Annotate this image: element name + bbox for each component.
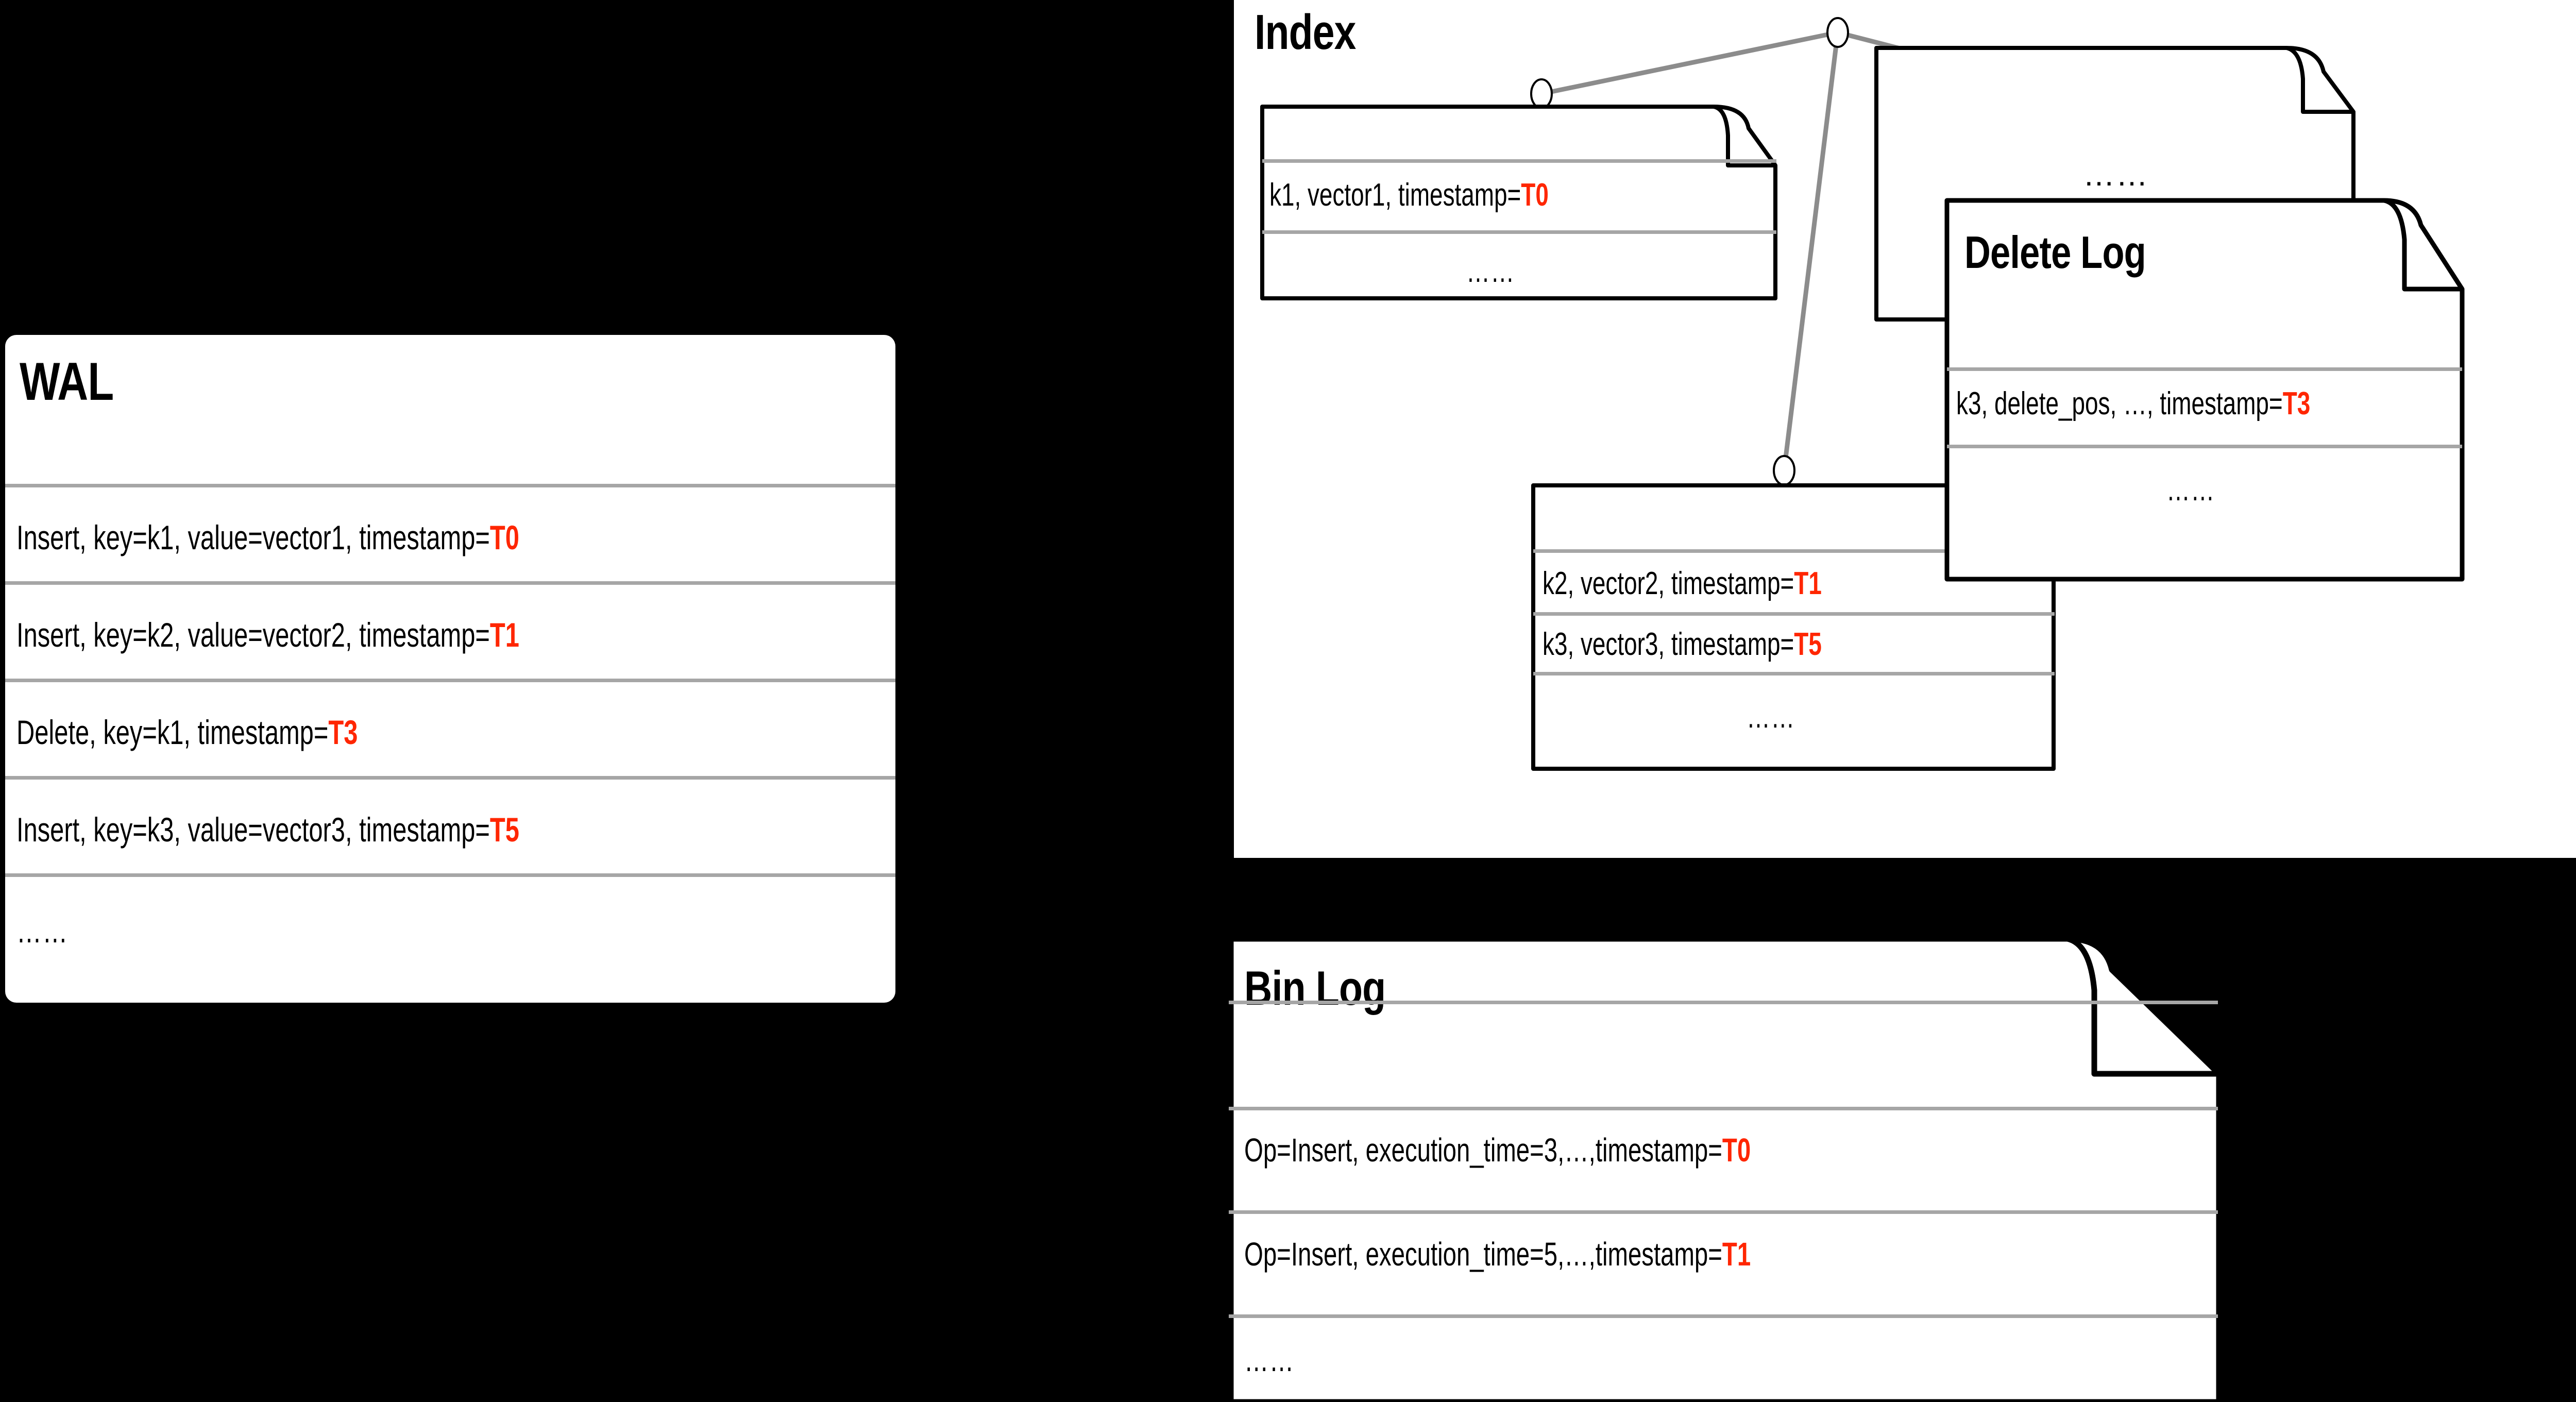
delete-log-title: Delete Log bbox=[1964, 227, 2146, 278]
segment-row-timestamp: T0 bbox=[1521, 177, 1549, 213]
segment-k2k3-separator-2 bbox=[1533, 612, 2055, 616]
wal-row: Delete, key=k1, timestamp=T3 bbox=[16, 715, 358, 749]
tree-node-bottom bbox=[1773, 455, 1795, 486]
tree-edge-root-bottom bbox=[1782, 32, 1840, 471]
segment-k1-separator-1 bbox=[1262, 159, 1776, 163]
bin-log-row-text: Op=Insert, execution_time=5,…,timestamp= bbox=[1244, 1236, 1722, 1273]
segment-k2k3-row: k3, vector3, timestamp=T5 bbox=[1543, 629, 1822, 661]
tree-node-left bbox=[1530, 78, 1553, 109]
index-segment-k1: k1, vector1, timestamp=T0 …… bbox=[1260, 105, 1777, 300]
segment-k1-separator-2 bbox=[1262, 230, 1776, 234]
bin-log-row-timestamp: T0 bbox=[1722, 1131, 1751, 1169]
bin-log-row-timestamp: T1 bbox=[1722, 1236, 1751, 1273]
segment-k1-row: k1, vector1, timestamp=T0 bbox=[1269, 179, 1549, 211]
segment-row-text: k1, vector1, timestamp= bbox=[1269, 177, 1521, 213]
wal-row-ellipsis: …… bbox=[16, 911, 69, 950]
wal-panel: WAL Insert, key=k1, value=vector1, times… bbox=[5, 335, 895, 1003]
bin-log-row: Op=Insert, execution_time=5,…,timestamp=… bbox=[1244, 1238, 1751, 1271]
bin-log-separator-1 bbox=[1229, 1001, 2218, 1004]
wal-row-text: Insert, key=k1, value=vector1, timestamp… bbox=[16, 518, 490, 556]
wal-row: Insert, key=k2, value=vector2, timestamp… bbox=[16, 618, 519, 652]
delete-log-row: k3, delete_pos, …, timestamp=T3 bbox=[1956, 388, 2310, 420]
wal-separator-2 bbox=[5, 581, 895, 585]
segment-k2k3-separator-1 bbox=[1533, 549, 2055, 553]
wal-row-timestamp: T3 bbox=[328, 713, 358, 751]
bin-log-separator-4 bbox=[1229, 1314, 2218, 1318]
index-panel: Index k1, vector1, timestamp=T0 bbox=[1234, 0, 2576, 858]
wal-separator-5 bbox=[5, 873, 895, 877]
segment-k2k3-separator-3 bbox=[1533, 672, 2055, 675]
bin-log-title: Bin Log bbox=[1244, 961, 1386, 1015]
wal-separator-1 bbox=[5, 484, 895, 487]
segment-k1-row-ellipsis: …… bbox=[1466, 254, 1515, 289]
tree-edge-root-left bbox=[1541, 30, 1838, 96]
index-title: Index bbox=[1255, 5, 1356, 60]
delete-log-row-ellipsis: …… bbox=[2166, 472, 2215, 508]
tree-node-root bbox=[1826, 17, 1849, 48]
delete-log-row-timestamp: T3 bbox=[2282, 386, 2311, 421]
wal-separator-4 bbox=[5, 776, 895, 780]
segment-row-text: k3, vector3, timestamp= bbox=[1543, 627, 1794, 662]
wal-row-timestamp: T1 bbox=[489, 616, 519, 654]
bin-log-row-ellipsis: …… bbox=[1244, 1341, 1295, 1378]
wal-row-timestamp: T0 bbox=[489, 518, 519, 556]
wal-separator-3 bbox=[5, 679, 895, 682]
wal-row-text: Delete, key=k1, timestamp= bbox=[16, 713, 329, 751]
segment-k2k3-row-ellipsis: …… bbox=[1747, 699, 1795, 735]
bin-log-row-text: Op=Insert, execution_time=3,…,timestamp= bbox=[1244, 1131, 1722, 1169]
wal-row-text: Insert, key=k2, value=vector2, timestamp… bbox=[16, 616, 490, 654]
bin-log-separator-2 bbox=[1229, 1107, 2218, 1110]
bin-log-row: Op=Insert, execution_time=3,…,timestamp=… bbox=[1244, 1134, 1751, 1167]
bin-log-panel: Bin Log Op=Insert, execution_time=3,…,ti… bbox=[1228, 936, 2223, 1402]
delete-log-separator-1 bbox=[1947, 367, 2462, 371]
segment-row-text: k2, vector2, timestamp= bbox=[1543, 566, 1794, 601]
delete-log-separator-2 bbox=[1947, 445, 2462, 448]
delete-log-row-text: k3, delete_pos, …, timestamp= bbox=[1956, 386, 2283, 421]
segment-k2k3-row: k2, vector2, timestamp=T1 bbox=[1543, 568, 1822, 600]
delete-log-panel: Delete Log k3, delete_pos, …, timestamp=… bbox=[1944, 198, 2466, 582]
segment-more-row-ellipsis: …… bbox=[2083, 157, 2149, 193]
bin-log-separator-3 bbox=[1229, 1210, 2218, 1214]
segment-row-timestamp: T1 bbox=[1794, 566, 1822, 601]
wal-row: Insert, key=k3, value=vector3, timestamp… bbox=[16, 813, 519, 847]
wal-row-timestamp: T5 bbox=[489, 810, 519, 849]
wal-row-text: Insert, key=k3, value=vector3, timestamp… bbox=[16, 810, 490, 849]
wal-row: Insert, key=k1, value=vector1, timestamp… bbox=[16, 520, 519, 554]
wal-title: WAL bbox=[20, 352, 114, 412]
segment-row-timestamp: T5 bbox=[1794, 627, 1822, 662]
